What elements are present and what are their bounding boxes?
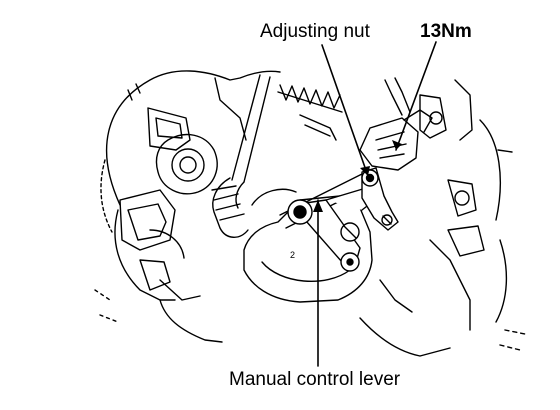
mounting-plate: 2	[243, 195, 373, 303]
leader-arrows	[313, 140, 402, 212]
adjusting-linkage	[361, 167, 399, 231]
leader-lines	[317, 41, 437, 367]
transmission-housing	[94, 70, 526, 357]
inhibitor-switch-connector	[359, 77, 433, 171]
pivot-bolt	[287, 199, 313, 225]
return-spring	[277, 84, 343, 141]
plate-knob	[340, 222, 360, 242]
shift-cable	[211, 74, 271, 238]
leader-adjusting-nut	[321, 44, 369, 177]
plate-mark: 2	[290, 250, 295, 260]
manual-control-lever-label: Manual control lever	[229, 369, 401, 390]
torque-label: 13Nm	[420, 21, 472, 42]
leader-torque	[395, 41, 437, 151]
adjusting-nut-label: Adjusting nut	[260, 21, 370, 42]
